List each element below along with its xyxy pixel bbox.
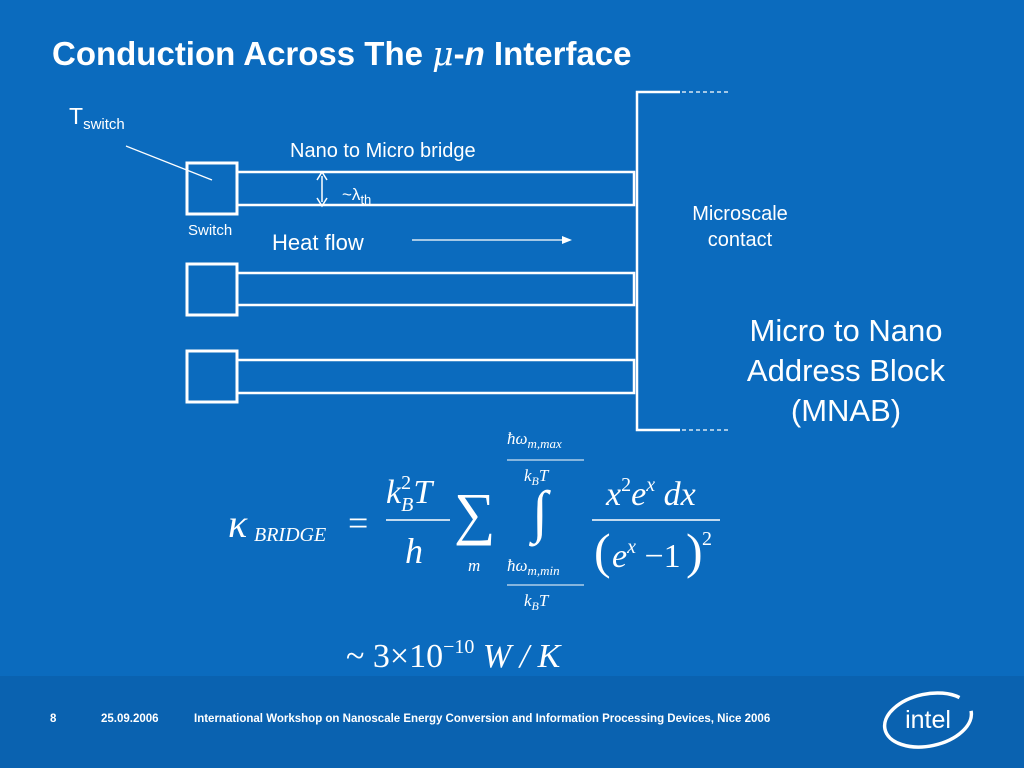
upper-limit-denominator: kBT	[524, 466, 549, 488]
slide-title: Conduction Across The μ-n Interface	[52, 34, 632, 73]
denominator-power: 2	[702, 528, 712, 550]
prefactor-numerator: k2BT	[386, 472, 433, 516]
title-text-2: Interface	[484, 35, 632, 72]
title-mu: μ	[432, 34, 454, 73]
switch-box-1	[185, 161, 239, 216]
contact-bracket	[635, 90, 680, 432]
left-paren: (	[594, 523, 611, 579]
kappa-symbol: κ	[228, 501, 248, 546]
switch-box-3	[185, 349, 239, 404]
intel-logo: intel	[882, 691, 974, 749]
result-value: ~ 3×10−10 W / K	[346, 636, 561, 675]
tswitch-pointer	[125, 145, 213, 181]
upper-limit-numerator: ħωm,max	[507, 429, 562, 451]
title-dash: -	[453, 35, 465, 72]
footer-event: International Workshop on Nanoscale Ener…	[194, 713, 771, 725]
title-n: n	[464, 35, 485, 72]
mnab-line-2: Address Block	[746, 353, 946, 388]
lambda-arrow-bottom	[316, 197, 328, 208]
tswitch-label: Tswitch	[69, 103, 125, 133]
lambda-label: ~λth	[342, 185, 372, 207]
integral-symbol: ∫	[532, 479, 548, 544]
page-number: 8	[50, 713, 57, 725]
mnab-label: Micro to Nano Address Block (MNAB)	[718, 311, 974, 431]
bridge-1	[235, 170, 636, 207]
switch-box-2	[185, 262, 239, 317]
right-paren: )	[686, 523, 703, 579]
contact-line-1: Microscale	[692, 203, 788, 225]
mnab-line-3: (MNAB)	[790, 393, 902, 428]
mnab-line-1: Micro to Nano	[749, 313, 943, 348]
tswitch-subscript: switch	[83, 116, 125, 133]
sum-index: m	[468, 556, 481, 575]
integrand-numerator: x2ex dx	[606, 474, 696, 513]
integrand-denominator: ex −1	[612, 536, 681, 575]
bridge-label: Nano to Micro bridge	[290, 140, 476, 162]
heat-flow-label: Heat flow	[272, 230, 364, 255]
microscale-contact-label: Microscale contact	[670, 201, 810, 253]
bridge-3	[235, 358, 636, 395]
lambda-subscript: th	[360, 192, 372, 207]
equals-sign: =	[348, 503, 369, 543]
intel-logo-text: intel	[905, 706, 951, 734]
footer-date: 25.09.2006	[101, 713, 159, 725]
bridge-2	[235, 271, 636, 307]
footer-band	[0, 676, 1024, 768]
title-text-1: Conduction Across The	[52, 35, 433, 72]
lower-limit-numerator: ħωm,min	[507, 556, 560, 578]
contact-line-2: contact	[707, 229, 773, 251]
prefactor-denominator: h	[405, 531, 423, 571]
lower-limit-denominator: kBT	[524, 591, 549, 613]
kappa-subscript: BRIDGE	[254, 524, 327, 546]
switch-label: Switch	[188, 222, 233, 239]
sum-symbol: ∑	[454, 481, 496, 546]
lambda-arrow-top	[316, 170, 328, 181]
heat-flow-arrowhead	[562, 236, 572, 244]
